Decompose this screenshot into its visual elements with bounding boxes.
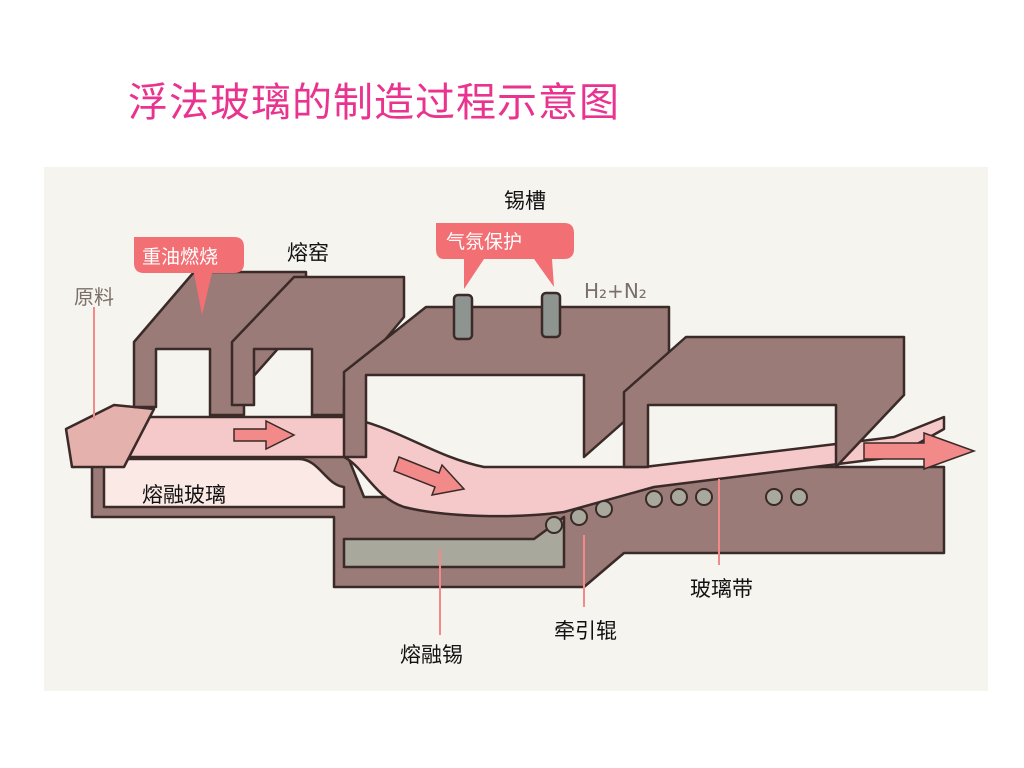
diagram-drawing [64, 223, 977, 635]
lehr-hood [622, 335, 906, 469]
heavy-oil-text: 重油燃烧 [142, 246, 219, 268]
page-title: 浮法玻璃的制造过程示意图 [128, 80, 620, 126]
gas-pipe-2 [540, 291, 562, 339]
molten-glass-label: 熔融玻璃 [142, 483, 226, 507]
heavy-oil-bubble [134, 237, 244, 315]
roller [695, 488, 713, 506]
molten-glass-channel [102, 457, 346, 509]
atmosphere-bubble [436, 223, 574, 289]
glass-ribbon-label: 玻璃带 [690, 577, 753, 601]
raw-material-heap [64, 403, 156, 469]
molten-tin-label: 熔融锡 [400, 643, 463, 667]
traction-roller-label: 牵引辊 [554, 619, 617, 643]
glass-ribbon [72, 415, 946, 518]
flow-arrow-1 [233, 419, 296, 451]
gas-pipe-1 [452, 293, 474, 341]
gas-label: H₂+N₂ [584, 279, 647, 303]
roller [670, 488, 688, 506]
roller [545, 516, 563, 534]
molten-tin-bed [342, 515, 566, 569]
roller [645, 490, 663, 508]
raw-material-label: 原料 [74, 285, 114, 309]
furnace-label: 熔窑 [287, 241, 329, 265]
roller [595, 500, 613, 518]
atmosphere-text: 气氛保护 [446, 231, 523, 253]
tin-bath-label: 锡槽 [504, 189, 546, 213]
flow-arrow-2 [393, 456, 466, 496]
roller [570, 508, 588, 526]
roller [790, 488, 808, 506]
float-glass-diagram: 锡槽 熔窑 重油燃烧 气氛保护 原料 H₂+N₂ 熔融玻璃 玻璃带 牵引辊 熔融… [44, 167, 988, 691]
roller [765, 488, 783, 506]
furnace-chamber-2 [230, 275, 406, 417]
flow-arrow-3 [863, 431, 977, 471]
